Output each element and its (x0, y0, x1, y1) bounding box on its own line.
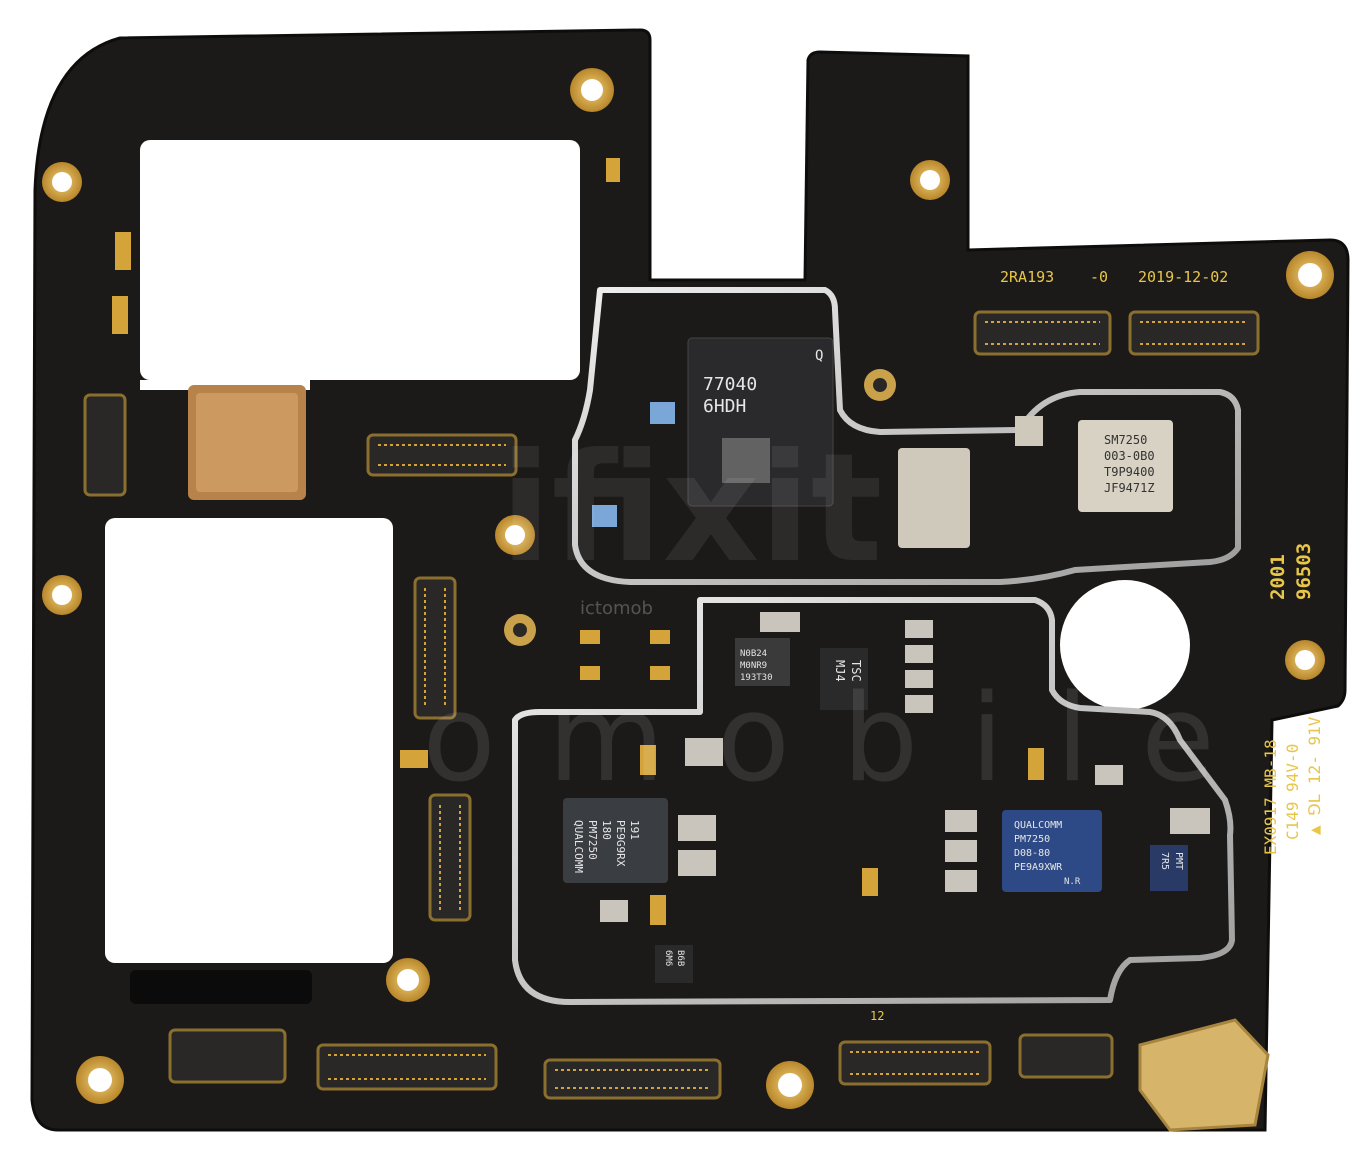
rf-chip-line2: 6HDH (703, 396, 746, 417)
wifi-chip (1015, 416, 1043, 446)
small-chip-1 (735, 638, 790, 686)
small-chip-3 (1150, 845, 1188, 891)
watermark-logo: ifixit (500, 422, 882, 596)
silk-revision: -0 (1090, 268, 1108, 286)
soc-line4: JF9471Z (1104, 481, 1155, 495)
watermark-big: ictomobile (120, 670, 1267, 809)
silk-vertical-1: EX0917 MB-18 (1261, 739, 1280, 855)
small-chip-4 (655, 945, 693, 983)
pmic2-line2: PM7250 (1014, 834, 1050, 845)
pmic1-line5: 191 (628, 820, 641, 840)
small-chip-2-line2: TSC (849, 660, 863, 682)
pmic2-line4: PE9A9XWR (1014, 862, 1063, 873)
small-chip-4-line1: 6M6 (663, 950, 673, 966)
cutout-bottom (105, 518, 393, 963)
soc-line2: 003-0B0 (1104, 449, 1155, 463)
mounting-holes (42, 68, 1334, 1109)
rf-coax-connectors (504, 369, 896, 646)
silk-board-id: 2RA193 (1000, 268, 1054, 286)
pmic1-line4: PE9G9RX (614, 820, 627, 867)
pmic-1-chip (563, 798, 668, 883)
small-chip-1-line2: M0NR9 (740, 661, 767, 671)
memory-chip (898, 448, 970, 548)
pmic2-line1: QUALCOMM (1014, 820, 1062, 831)
soc-line3: T9P9400 (1104, 465, 1155, 479)
passive-components (600, 612, 1210, 922)
foam-strip (130, 970, 312, 1004)
pmic1-line2: PM7250 (586, 820, 599, 860)
small-chip-4-line2: B6B (675, 950, 685, 966)
rf-chip-corner: Q (815, 348, 823, 364)
rf-chip-line1: 77040 (703, 374, 757, 395)
silk-code-a: 2001 (1267, 554, 1289, 600)
small-chip-1-line3: 193T30 (740, 673, 773, 683)
pmic2-line3: D08-80 (1014, 848, 1050, 859)
soc-line1: SM7250 (1104, 433, 1147, 447)
silk-vertical-2: C149 94V-0 (1283, 744, 1302, 840)
pmic1-line3: 180 (600, 820, 613, 840)
shield-frame-top (572, 287, 1241, 585)
soc-chip (1078, 420, 1173, 512)
watermark-small: ictomob (580, 598, 653, 619)
pmic-2-chip (1002, 810, 1102, 892)
blue-components (592, 402, 675, 527)
pmic1-line1: QUALCOMM (572, 820, 585, 873)
silk-bottom-mark: 12 (870, 1009, 884, 1023)
pmic2-line5: N.R (1064, 877, 1081, 887)
shield-frame-mid (512, 597, 1235, 1005)
silk-vertical-3: ▲ ⅁L 12- 91V (1305, 716, 1324, 835)
silk-date: 2019-12-02 (1138, 268, 1228, 286)
cutout-top (140, 140, 580, 380)
gold-components (112, 158, 1044, 925)
small-chip-2 (820, 648, 868, 710)
small-chip-3-line1: 7R5 (1159, 852, 1170, 870)
gold-spring-contact (1138, 1018, 1270, 1132)
small-chip-3-line2: PMT (1173, 852, 1184, 870)
silk-code-b: 96503 (1293, 543, 1315, 600)
small-chip-2-line1: MJ4 (833, 660, 847, 682)
connector-pins (328, 321, 1248, 1089)
camera-hole (1060, 580, 1190, 710)
small-chip-1-line1: N0B24 (740, 649, 767, 659)
